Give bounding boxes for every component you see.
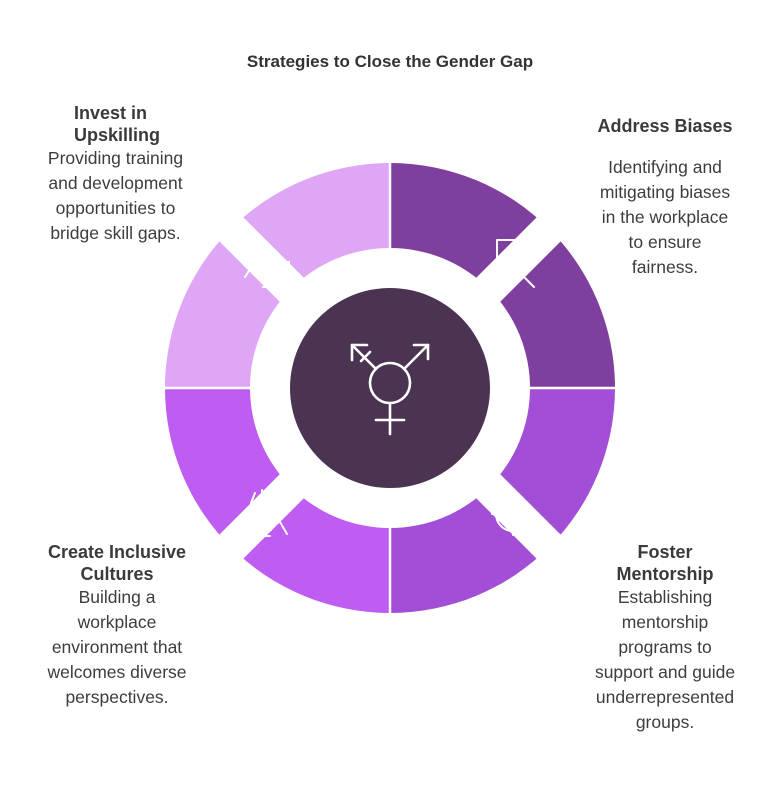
center-circle [290,288,490,488]
strategy-heading-mentorship: Foster Mentorship [616,542,714,584]
strategy-heading-upskilling: Invest in Upskilling [74,103,161,145]
strategy-upskilling: Invest in Upskilling Providing training … [28,102,203,246]
strategy-description-upskilling: Providing training and development oppor… [47,148,184,243]
strategy-heading-address-biases: Address Biases [597,116,733,136]
strategy-description-address-biases: Identifying and mitigating biases in the… [599,157,731,277]
strategy-address-biases: Address Biases Identifying and mitigatin… [572,115,758,280]
bias-search-icon [496,239,535,289]
upskilling-stairs-icon [243,239,290,288]
strategy-description-mentorship: Establishing mentorship programs to supp… [594,587,736,732]
strategy-mentorship: Foster Mentorship Establishing mentorshi… [570,541,760,735]
gender-symbol-icon [350,343,430,436]
strategy-heading-inclusive-cultures: Create Inclusive Cultures [47,542,187,584]
inclusive-hands-icon [239,489,288,537]
strategy-inclusive-cultures: Create Inclusive Cultures Building a wor… [28,541,206,710]
target-key-icon [491,492,535,536]
diagram-title: Strategies to Close the Gender Gap [246,52,534,71]
strategy-description-inclusive-cultures: Building a workplace environment that we… [47,587,187,707]
